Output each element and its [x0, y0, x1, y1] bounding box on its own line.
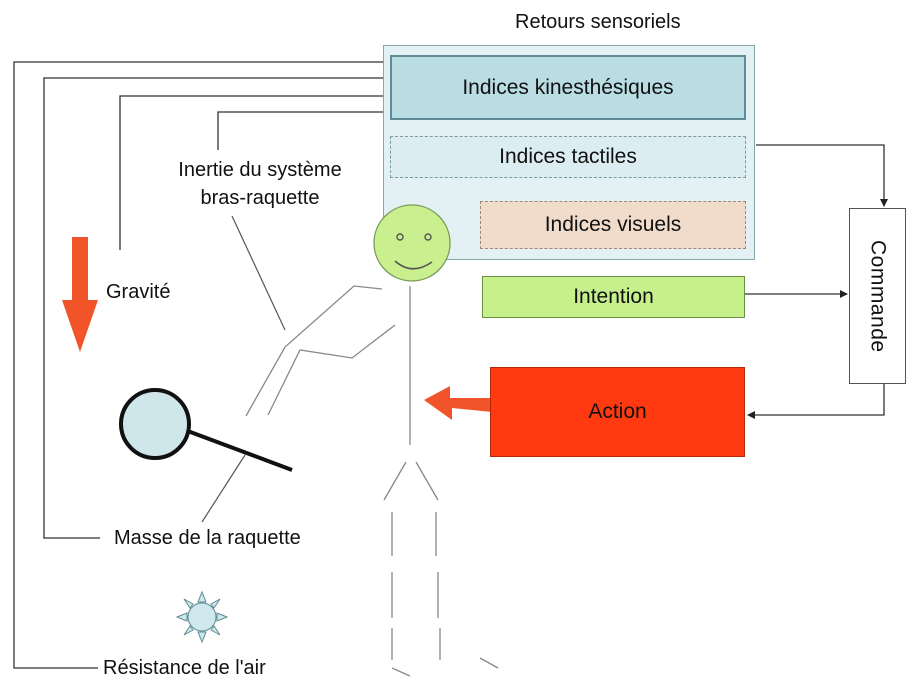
intention-box: Intention — [482, 276, 745, 318]
sensory-feedback-title: Retours sensoriels — [515, 11, 681, 33]
visual-cues-box: Indices visuels — [480, 201, 746, 249]
arm-outline — [245, 285, 396, 417]
racket-mass-label: Masse de la raquette — [114, 527, 301, 549]
air-resistance-label: Résistance de l'air — [103, 657, 266, 679]
inertia-feedback-line — [217, 108, 391, 150]
gravity-feedback-line — [119, 92, 391, 250]
gravity-label: Gravité — [106, 281, 171, 303]
inertia-pointer-line — [231, 215, 286, 331]
action-box: Action — [490, 367, 745, 457]
kinesthetic-cues-box: Indices kinesthésiques — [390, 55, 746, 120]
inertia-label-line2: bras-raquette — [200, 187, 320, 209]
tactile-to-command-line — [756, 144, 888, 207]
inertia-label: Inertie du système bras-raquette — [140, 158, 380, 210]
command-box: Commande — [849, 208, 906, 384]
command-label: Commande — [866, 239, 890, 353]
gravity-arrow-icon — [62, 237, 98, 352]
stick-figure — [383, 286, 499, 677]
command-to-action-line — [747, 383, 885, 419]
racket-mass-feedback-line — [43, 74, 391, 539]
racket-mass-pointer-line — [201, 454, 246, 523]
inertia-label-line1: Inertie du système — [178, 159, 342, 181]
air-resistance-feedback-line — [13, 58, 391, 669]
tactile-cues-box: Indices tactiles — [390, 136, 746, 178]
racket — [119, 388, 293, 472]
